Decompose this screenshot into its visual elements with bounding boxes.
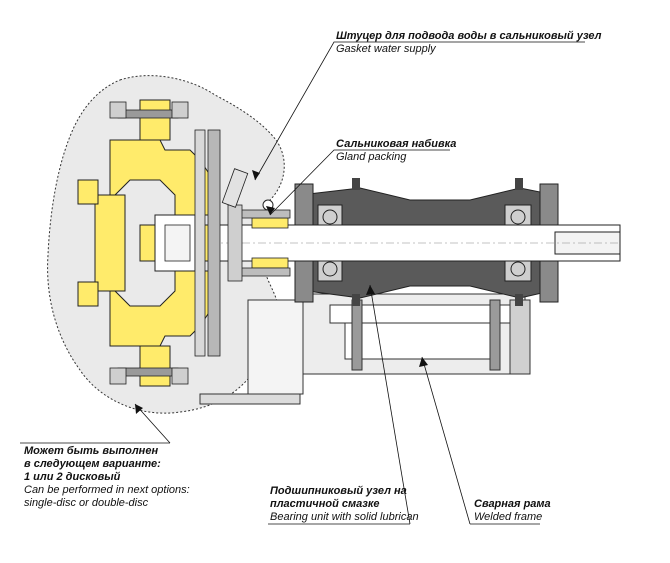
callout-options-ru-1: Может быть выполнен xyxy=(24,445,159,457)
callout-welded-frame: Сварная рама Welded frame xyxy=(474,498,551,524)
welded-frame xyxy=(199,293,531,405)
leader-water-supply xyxy=(254,41,585,181)
callout-bearing-unit: Подшипниковый узел на пластичной смазке … xyxy=(270,485,419,524)
callout-water-supply-ru: Штуцер для подвода воды в сальниковый уз… xyxy=(336,30,602,42)
callout-options-ru-2: в следующем варианте: xyxy=(24,458,161,470)
callout-bearing-unit-en: Bearing unit with solid lubrican xyxy=(270,511,419,523)
leader-welded-frame-tick xyxy=(421,356,471,525)
leader-options-tick xyxy=(134,403,171,444)
leader-lines xyxy=(20,41,585,525)
callout-gland-packing-en: Gland packing xyxy=(336,151,407,163)
leader-arrowheads xyxy=(135,170,428,414)
callout-welded-frame-ru: Сварная рама xyxy=(474,498,551,510)
callout-gland-packing-ru: Сальниковая набивка xyxy=(336,138,457,150)
callout-water-supply: Штуцер для подвода воды в сальниковый уз… xyxy=(336,30,602,56)
gland-packing xyxy=(227,204,291,282)
callout-welded-frame-en: Welded frame xyxy=(474,511,543,523)
shaft xyxy=(209,224,621,262)
callout-gland-packing: Сальниковая набивка Gland packing xyxy=(336,138,456,164)
callout-options-en-1: Can be performed in next options: xyxy=(24,484,190,496)
leader-gland-packing xyxy=(269,149,450,216)
callout-water-supply-en: Gasket water supply xyxy=(336,43,436,55)
leader-bearing-unit-tick xyxy=(369,284,411,525)
callout-bearing-unit-ru-1: Подшипниковый узел на xyxy=(270,485,407,497)
casing-bolts xyxy=(109,101,221,385)
callout-options: Может быть выполнен в следующем варианте… xyxy=(24,445,190,510)
callout-options-ru-3: 1 или 2 дисковый xyxy=(24,471,121,483)
callout-options-en-2: single-disc or double-disc xyxy=(24,497,149,509)
callout-bearing-unit-ru-2: пластичной смазке xyxy=(270,498,380,510)
